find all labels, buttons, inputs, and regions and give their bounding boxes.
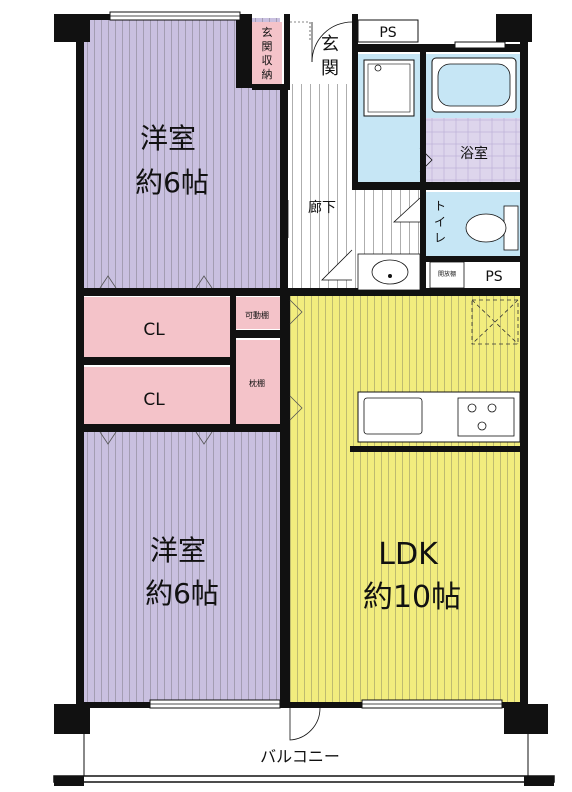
pillow-shelf-label: 枕棚 [249,378,265,388]
western-room-bottom-stripes [80,430,280,706]
movable-shelf-label: 可動棚 [245,310,269,320]
entrance-door[interactable] [290,20,353,84]
ps-top-box [357,19,419,43]
door-markers [99,275,303,445]
closet-2-floor [84,367,230,425]
toilet-label-2: イ [434,215,446,229]
toilet-label-1: ト [434,199,446,213]
hallway-door-swing[interactable] [321,249,353,281]
western-bottom-size: 約6帖 [145,577,219,610]
hallway-floor [290,84,352,290]
ldk-name: LDK [378,537,439,572]
entrance-storage-label-4: 納 [262,68,273,81]
balcony-door-swing[interactable] [289,707,321,741]
small-shelf-box [429,261,465,289]
closet-1-label: CL [143,320,165,340]
closet-2-label: CL [143,390,165,410]
entrance-storage-label-1: 玄 [262,25,273,39]
stove-icon [457,397,515,437]
entrance-storage-floor [252,22,282,84]
entrance-label-2: 関 [321,58,339,79]
western-top-name: 洋室 [140,122,196,155]
entrance-label-1: 玄 [321,34,339,55]
balcony [53,734,555,786]
toilet-door-swing[interactable] [392,197,421,223]
washbasin-icon [357,253,421,291]
western-top-size: 約6帖 [135,166,209,199]
toilet-icon [465,205,519,251]
bathroom-tiles [426,118,520,182]
ps-bottom-label: PS [485,269,502,285]
ldk-size: 約10帖 [363,580,461,615]
balcony-label: バルコニー [260,747,340,766]
entrance-storage-label-2: 関 [262,40,273,53]
ps-bottom-box [468,262,520,288]
toilet-label-3: レ [434,231,446,245]
bathroom-label: 浴室 [460,145,488,162]
closet-1-floor [84,297,230,357]
pillow-shelf-floor [236,340,280,425]
ps-top-label: PS [379,25,396,41]
western-bottom-name: 洋室 [150,534,206,567]
entrance-storage-label-3: 収 [262,54,273,67]
shower-basin [363,59,415,117]
movable-shelf-floor [236,297,280,329]
small-shelf-label: 開放棚 [438,270,456,278]
sink-icon [363,397,423,435]
fridge-space [471,299,519,345]
hallway-label: 廊下 [308,199,336,216]
windows [109,11,506,709]
ldk-stripes [290,296,522,706]
kitchen-counter [357,391,521,443]
